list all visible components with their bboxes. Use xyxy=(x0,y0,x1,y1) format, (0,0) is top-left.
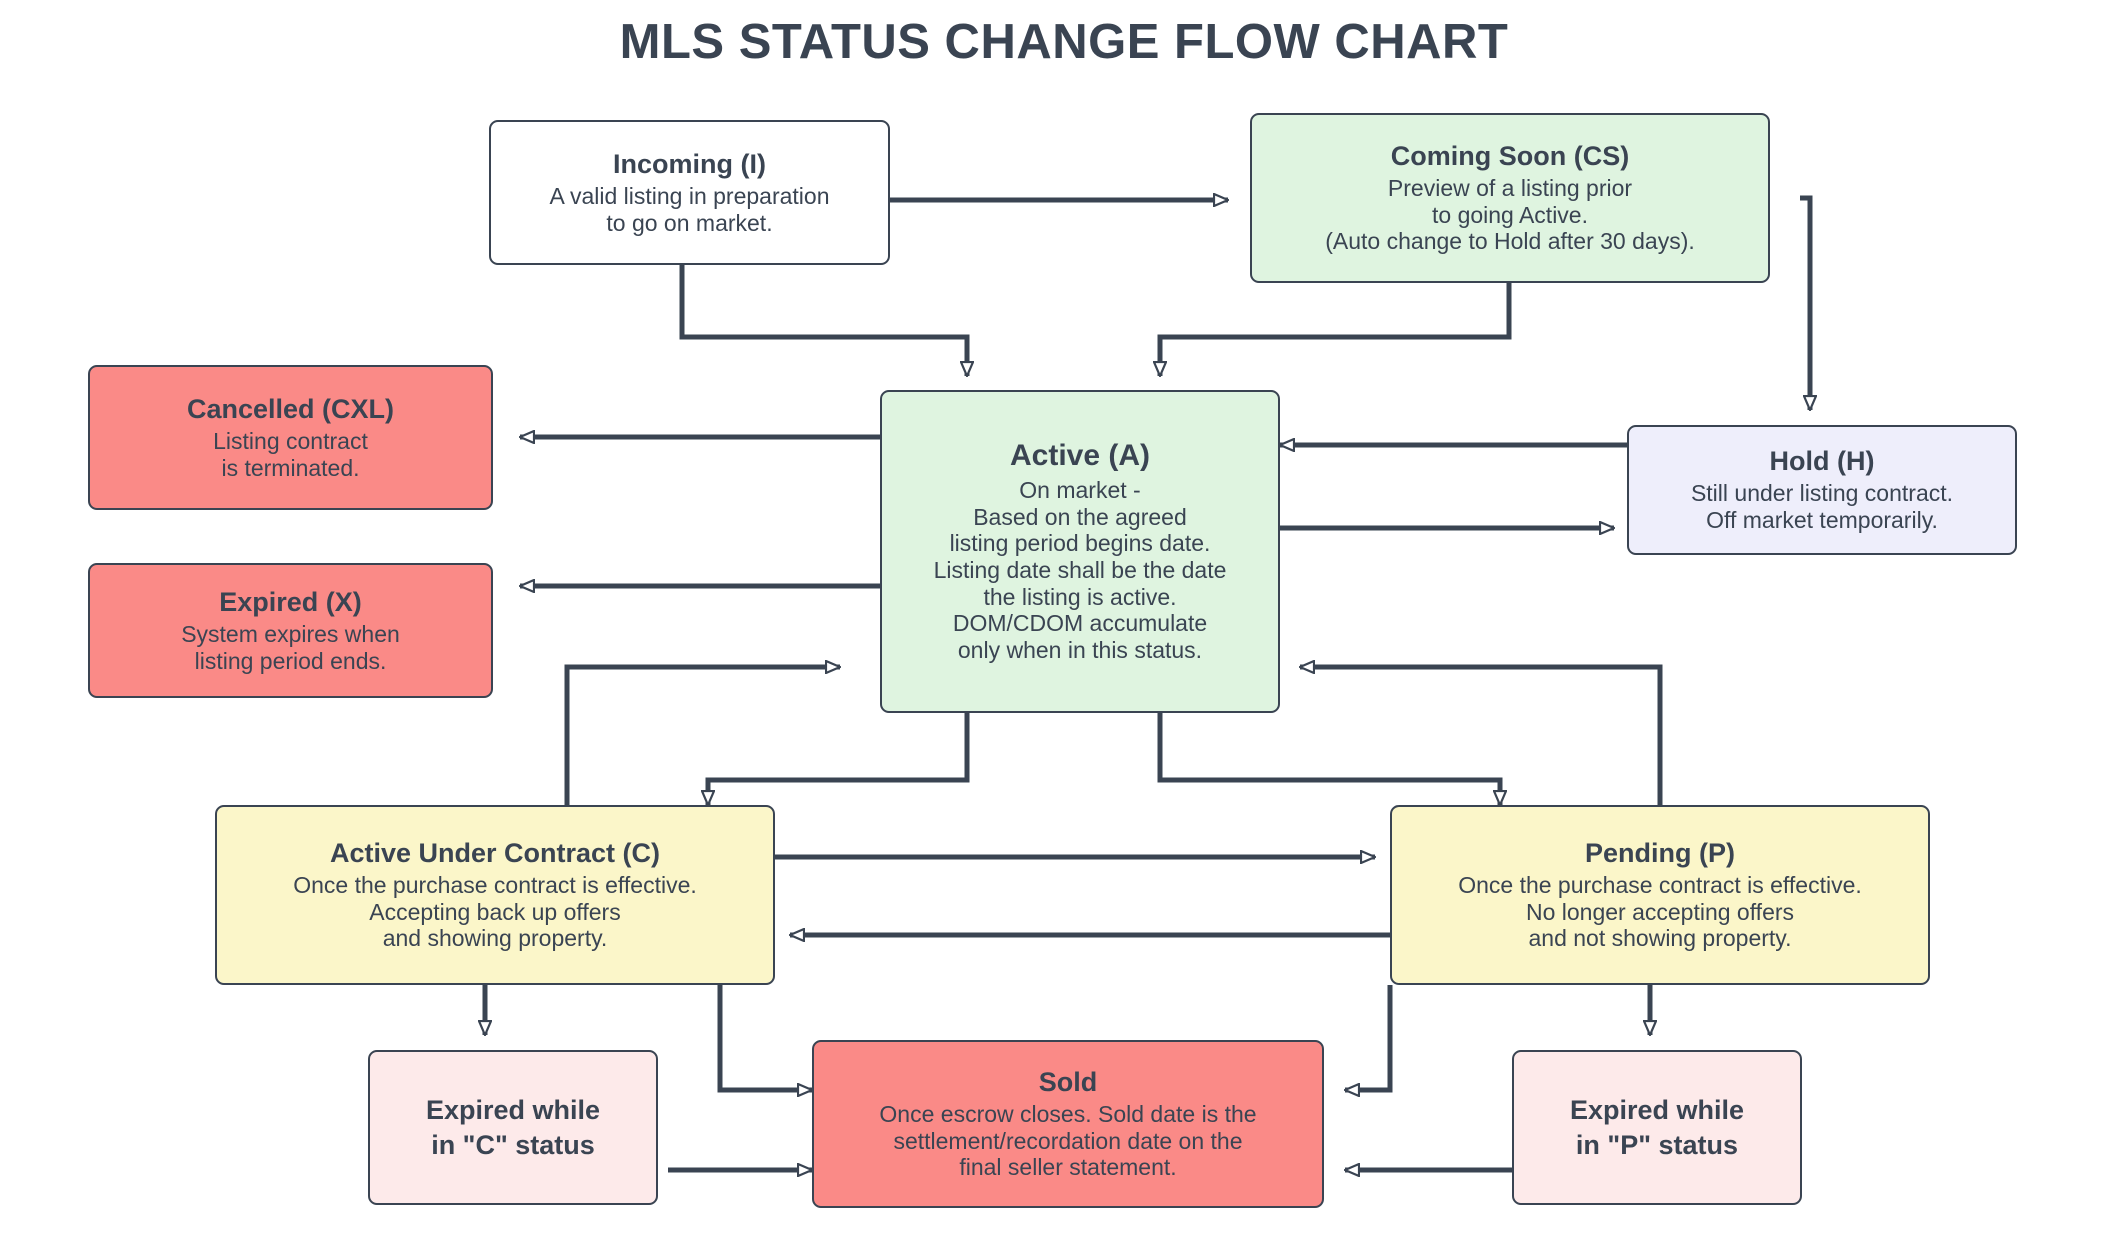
node-incoming[interactable]: Incoming (I) A valid listing in preparat… xyxy=(489,120,890,265)
node-active[interactable]: Active (A) On market - Based on the agre… xyxy=(880,390,1280,713)
node-cancelled-body: Listing contract is terminated. xyxy=(213,427,368,481)
node-active-title: Active (A) xyxy=(1009,439,1151,473)
node-active-under-contract-title: Active Under Contract (C) xyxy=(329,837,661,868)
node-coming-soon-title: Coming Soon (CS) xyxy=(1390,140,1630,171)
node-coming-soon[interactable]: Coming Soon (CS) Preview of a listing pr… xyxy=(1250,113,1770,283)
node-hold-title: Hold (H) xyxy=(1769,446,1875,477)
node-expired-while-c-title: Expired while in "C" status xyxy=(425,1094,601,1160)
node-cancelled-title: Cancelled (CXL) xyxy=(186,393,395,424)
node-hold-body: Still under listing contract. Off market… xyxy=(1690,480,1954,534)
node-active-under-contract-body: Once the purchase contract is effective.… xyxy=(293,872,697,952)
node-active-body: On market - Based on the agreed listing … xyxy=(933,477,1227,664)
node-expired-body: System expires when listing period ends. xyxy=(181,620,400,674)
node-expired-title: Expired (X) xyxy=(219,586,362,617)
edge-active-to-pending xyxy=(1157,713,1500,805)
node-pending-title: Pending (P) xyxy=(1585,837,1735,868)
node-pending-body: Once the purchase contract is effective.… xyxy=(1458,872,1862,952)
node-cancelled[interactable]: Cancelled (CXL) Listing contract is term… xyxy=(88,365,493,510)
edge-contract-to-sold xyxy=(717,985,812,1090)
node-expired-while-p-title: Expired while in "P" status xyxy=(1569,1094,1745,1160)
node-hold[interactable]: Hold (H) Still under listing contract. O… xyxy=(1627,425,2017,555)
node-sold-body: Once escrow closes. Sold date is the set… xyxy=(879,1101,1257,1181)
edge-active-to-contract xyxy=(708,713,970,805)
edge-coming-soon-to-hold xyxy=(1800,195,1810,410)
node-pending[interactable]: Pending (P) Once the purchase contract i… xyxy=(1390,805,1930,985)
edge-incoming-to-active xyxy=(679,265,967,376)
edge-pending-to-sold xyxy=(1345,985,1393,1090)
node-expired-while-c[interactable]: Expired while in "C" status xyxy=(368,1050,658,1205)
page-title: MLS STATUS CHANGE FLOW CHART xyxy=(619,15,1509,69)
node-active-under-contract[interactable]: Active Under Contract (C) Once the purch… xyxy=(215,805,775,985)
node-coming-soon-body: Preview of a listing prior to going Acti… xyxy=(1325,175,1695,255)
edge-coming-soon-to-active xyxy=(1160,283,1512,376)
node-sold-title: Sold xyxy=(1038,1066,1098,1097)
node-sold[interactable]: Sold Once escrow closes. Sold date is th… xyxy=(812,1040,1324,1208)
node-expired[interactable]: Expired (X) System expires when listing … xyxy=(88,563,493,698)
node-incoming-title: Incoming (I) xyxy=(613,148,766,179)
node-expired-while-p[interactable]: Expired while in "P" status xyxy=(1512,1050,1802,1205)
edge-pending-to-active xyxy=(1300,667,1663,810)
edge-contract-to-active xyxy=(564,667,840,810)
node-incoming-body: A valid listing in preparation to go on … xyxy=(549,182,830,236)
